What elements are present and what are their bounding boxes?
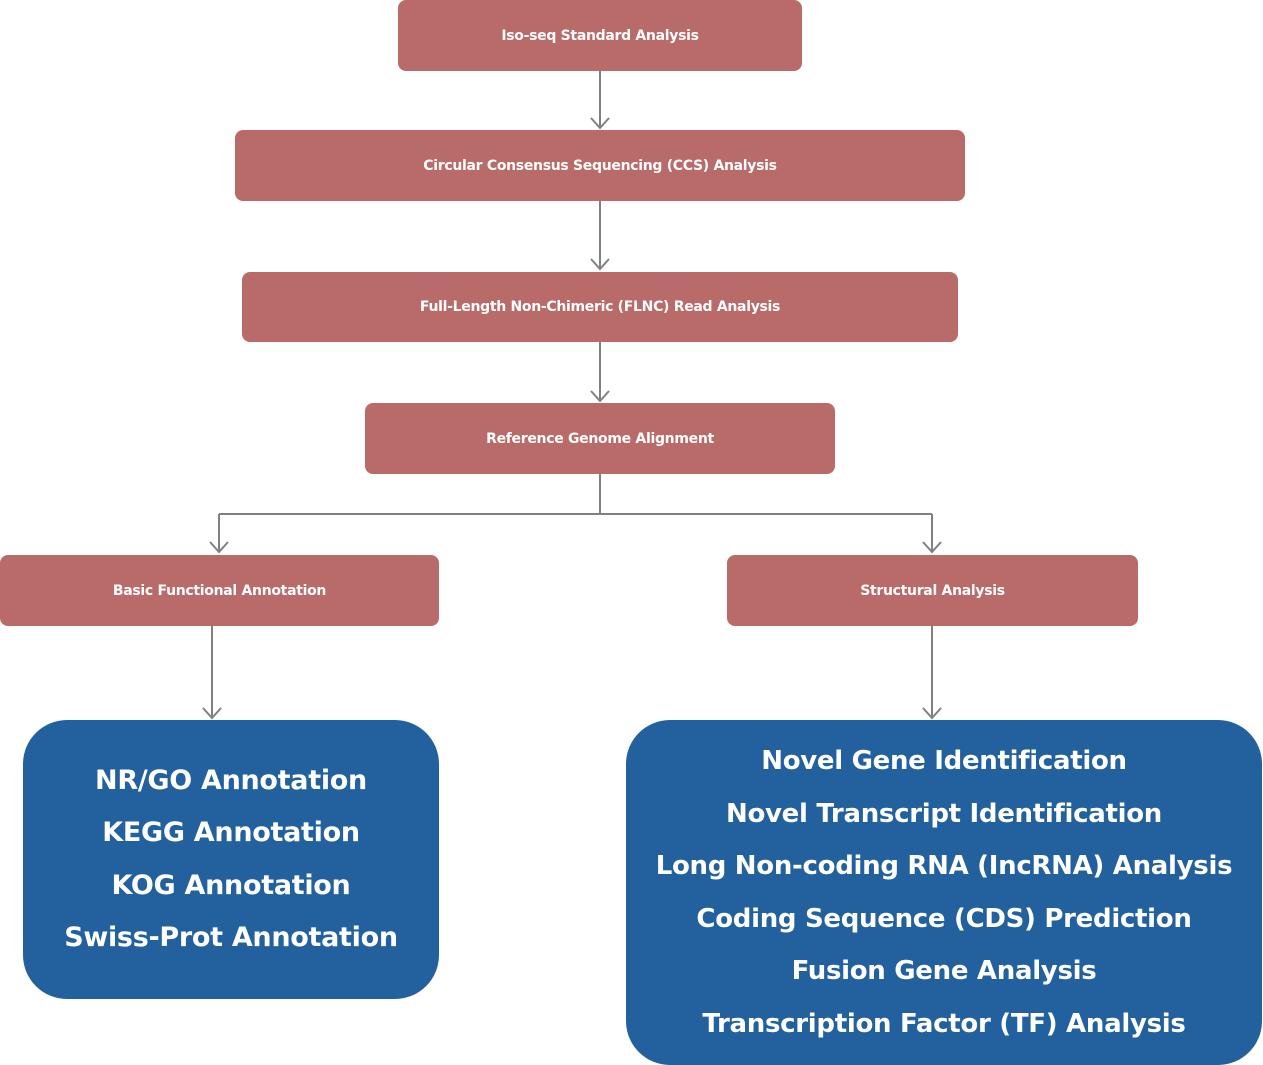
output-cds-prediction: Coding Sequence (CDS) Prediction bbox=[696, 903, 1192, 934]
step-reference-genome-alignment: Reference Genome Alignment bbox=[365, 403, 835, 474]
output-novel-gene-identification: Novel Gene Identification bbox=[761, 746, 1127, 776]
structural-outputs-box: Novel Gene Identification Novel Transcri… bbox=[626, 720, 1262, 1065]
step-flnc-read-analysis: Full-Length Non-Chimeric (FLNC) Read Ana… bbox=[242, 272, 958, 342]
output-kog-annotation: KOG Annotation bbox=[111, 869, 351, 901]
annotation-outputs-box: NR/GO Annotation KEGG Annotation KOG Ann… bbox=[23, 720, 439, 999]
output-swiss-prot-annotation: Swiss-Prot Annotation bbox=[64, 922, 398, 953]
output-kegg-annotation: KEGG Annotation bbox=[102, 817, 360, 848]
arrow-flnc-to-alignment bbox=[590, 342, 610, 403]
arrow-ccs-to-flnc bbox=[590, 201, 610, 271]
output-lncrna-analysis: Long Non-coding RNA (IncRNA) Analysis bbox=[655, 851, 1233, 881]
output-nr-go-annotation: NR/GO Annotation bbox=[95, 764, 367, 796]
arrow-to-basic-annotation bbox=[209, 514, 229, 554]
output-novel-transcript-identification: Novel Transcript Identification bbox=[725, 798, 1162, 829]
output-tf-analysis: Transcription Factor (TF) Analysis bbox=[702, 1008, 1186, 1039]
connector-alignment-split bbox=[219, 474, 932, 515]
arrow-isoseq-to-ccs bbox=[590, 71, 610, 130]
arrow-to-structural bbox=[922, 514, 942, 554]
step-ccs-analysis: Circular Consensus Sequencing (CCS) Anal… bbox=[235, 130, 965, 201]
step-iso-seq-standard-analysis: Iso-seq Standard Analysis bbox=[398, 0, 802, 71]
step-basic-functional-annotation: Basic Functional Annotation bbox=[0, 555, 439, 626]
arrow-structural-to-outputs bbox=[922, 626, 942, 720]
arrow-annotation-to-outputs bbox=[202, 626, 222, 720]
step-structural-analysis: Structural Analysis bbox=[727, 555, 1138, 626]
output-fusion-gene-analysis: Fusion Gene Analysis bbox=[791, 956, 1097, 986]
